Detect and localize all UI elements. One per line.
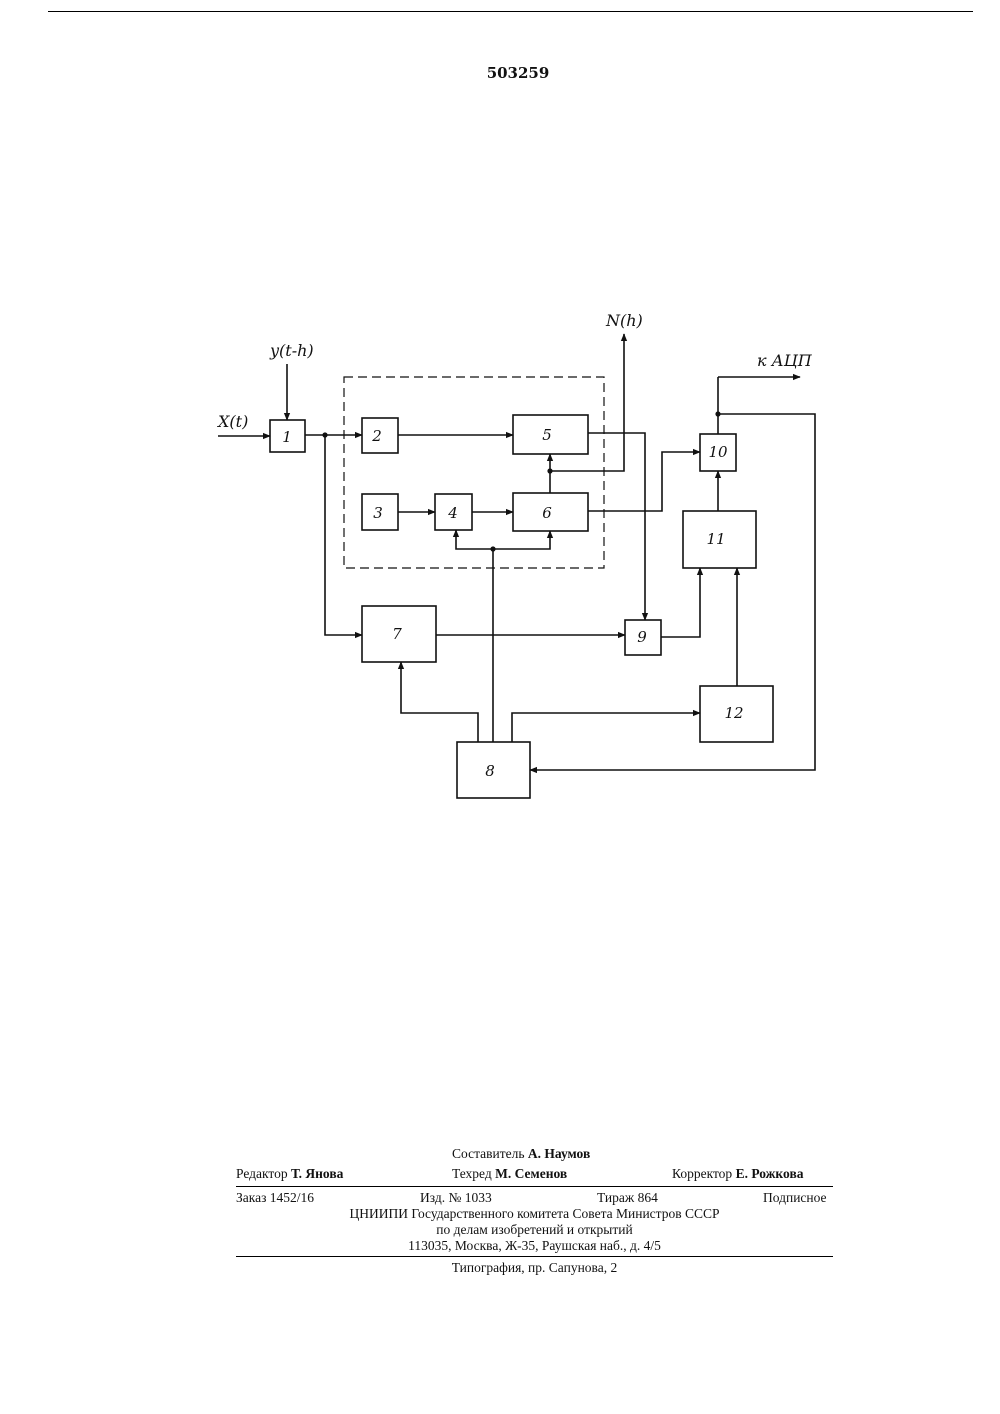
- edition-number: Изд. № 1033: [420, 1190, 492, 1206]
- output-n-label: N(h): [605, 311, 643, 330]
- corrector-line: Корректор Е. Рожкова: [672, 1166, 803, 1182]
- dashed-group-boundary: [344, 377, 604, 568]
- block-5-label: 5: [542, 426, 552, 444]
- block-11-label: 11: [706, 530, 725, 548]
- compiler-label: Составитель: [452, 1146, 525, 1161]
- editor-label: Редактор: [236, 1166, 288, 1181]
- block-6-label: 6: [542, 504, 552, 522]
- block-1-label: 1: [282, 428, 292, 446]
- wire-8-4: [456, 530, 493, 549]
- block-2-label: 2: [371, 427, 382, 445]
- editor-name: Т. Янова: [291, 1166, 343, 1181]
- footer-rule-bottom: [236, 1256, 833, 1257]
- input-x-label: X(t): [216, 412, 248, 431]
- corrector-name: Е. Рожкова: [736, 1166, 804, 1181]
- corrector-label: Корректор: [672, 1166, 732, 1181]
- techred-label: Техред: [452, 1166, 492, 1181]
- org-line-1: ЦНИИПИ Государственного комитета Совета …: [236, 1206, 833, 1222]
- input-y-label: y(t-h): [269, 341, 314, 360]
- wire-8-6: [493, 531, 550, 549]
- wire-5-9: [588, 433, 645, 620]
- block-diagram: 1 2 3 4 5 6 7 8 9 10 11 12 X(t) y(t-h) N…: [0, 0, 1000, 1000]
- techred-name: М. Семенов: [495, 1166, 567, 1181]
- printer: Типография, пр. Сапунова, 2: [236, 1260, 833, 1276]
- compiler-name: А. Наумов: [528, 1146, 590, 1161]
- address: 113035, Москва, Ж-35, Раушская наб., д. …: [236, 1238, 833, 1254]
- wire-6-10: [588, 452, 700, 511]
- block-9-label: 9: [637, 628, 647, 646]
- order-number: Заказ 1452/16: [236, 1190, 314, 1206]
- circulation: Тираж 864: [597, 1190, 658, 1206]
- block-12-label: 12: [724, 704, 743, 722]
- footer-rule-top: [236, 1186, 833, 1187]
- editor-line: Редактор Т. Янова: [236, 1166, 343, 1182]
- wire-8-7: [401, 662, 478, 742]
- output-adc-label: к АЦП: [757, 351, 813, 370]
- wire-9-11: [661, 568, 700, 637]
- compiler-line: Составитель А. Наумов: [452, 1146, 590, 1162]
- wire-8-12: [512, 713, 700, 742]
- block-3-label: 3: [373, 504, 383, 522]
- subscription: Подписное: [763, 1190, 827, 1206]
- org-line-2: по делам изобретений и открытий: [236, 1222, 833, 1238]
- block-8-label: 8: [485, 762, 495, 780]
- n-output-wire: [550, 334, 624, 471]
- techred-line: Техред М. Семенов: [452, 1166, 567, 1182]
- block-7-label: 7: [392, 625, 402, 643]
- block-4-label: 4: [447, 504, 458, 522]
- block-10-label: 10: [708, 443, 728, 461]
